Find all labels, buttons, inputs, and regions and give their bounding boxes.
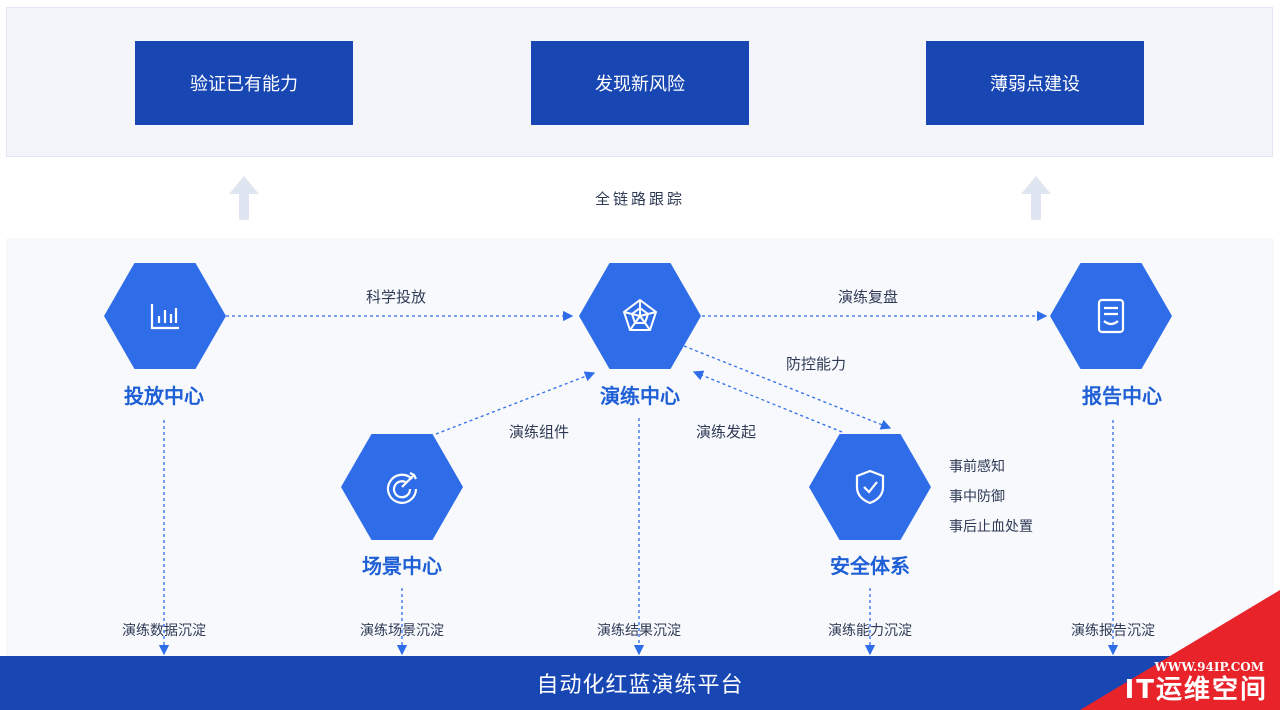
security-title: 安全体系 <box>830 554 910 578</box>
watermark-triangle <box>1080 590 1280 710</box>
security-item: 事后止血处置 <box>949 519 1033 535</box>
platform-bar: 自动化红蓝演练平台 <box>0 656 1280 710</box>
watermark-url: WWW.94IP.COM <box>1154 660 1264 674</box>
target-icon <box>386 472 418 504</box>
report-center-hex <box>1050 263 1172 369</box>
deposit-capability-label: 演练能力沉淀 <box>828 623 912 639</box>
watermark-name: IT运维空间 <box>1124 675 1268 705</box>
scenario-center-hex <box>341 434 463 540</box>
scenario-center-title: 场景中心 <box>362 554 442 578</box>
bar-chart-icon <box>150 304 179 330</box>
drill-center-title: 演练中心 <box>600 384 680 408</box>
deposit-result-label: 演练结果沉淀 <box>597 623 681 639</box>
up-arrow-icon <box>229 176 259 220</box>
goal-discover-box: 发现新风险 <box>531 41 749 125</box>
security-to-drill-line <box>692 370 843 433</box>
scenario-to-drill-line <box>435 371 596 435</box>
flow-science-launch-label: 科学投放 <box>366 288 427 306</box>
shield-check-icon <box>855 469 885 505</box>
report-center-title: 报告中心 <box>1082 384 1162 408</box>
trace-label: 全链路跟踪 <box>594 190 685 208</box>
flow-defense-label: 防控能力 <box>786 355 847 373</box>
radar-pentagon-icon <box>622 298 658 331</box>
security-item: 事前感知 <box>949 459 1005 475</box>
up-arrow-icon <box>1021 176 1051 220</box>
report-document-icon <box>1097 298 1125 334</box>
security-item: 事中防御 <box>949 489 1005 505</box>
goal-weakness-box: 薄弱点建设 <box>926 41 1144 125</box>
flow-initiate-label: 演练发起 <box>696 423 757 441</box>
launch-center-title: 投放中心 <box>124 384 204 408</box>
flow-components-label: 演练组件 <box>509 423 570 441</box>
drill-to-security-line <box>683 345 892 430</box>
deposit-data-label: 演练数据沉淀 <box>122 623 206 639</box>
deposit-report-label: 演练报告沉淀 <box>1071 623 1155 639</box>
deposit-scenario-label: 演练场景沉淀 <box>360 623 444 639</box>
goal-verify-box: 验证已有能力 <box>135 41 353 125</box>
flow-review-label: 演练复盘 <box>838 288 899 306</box>
